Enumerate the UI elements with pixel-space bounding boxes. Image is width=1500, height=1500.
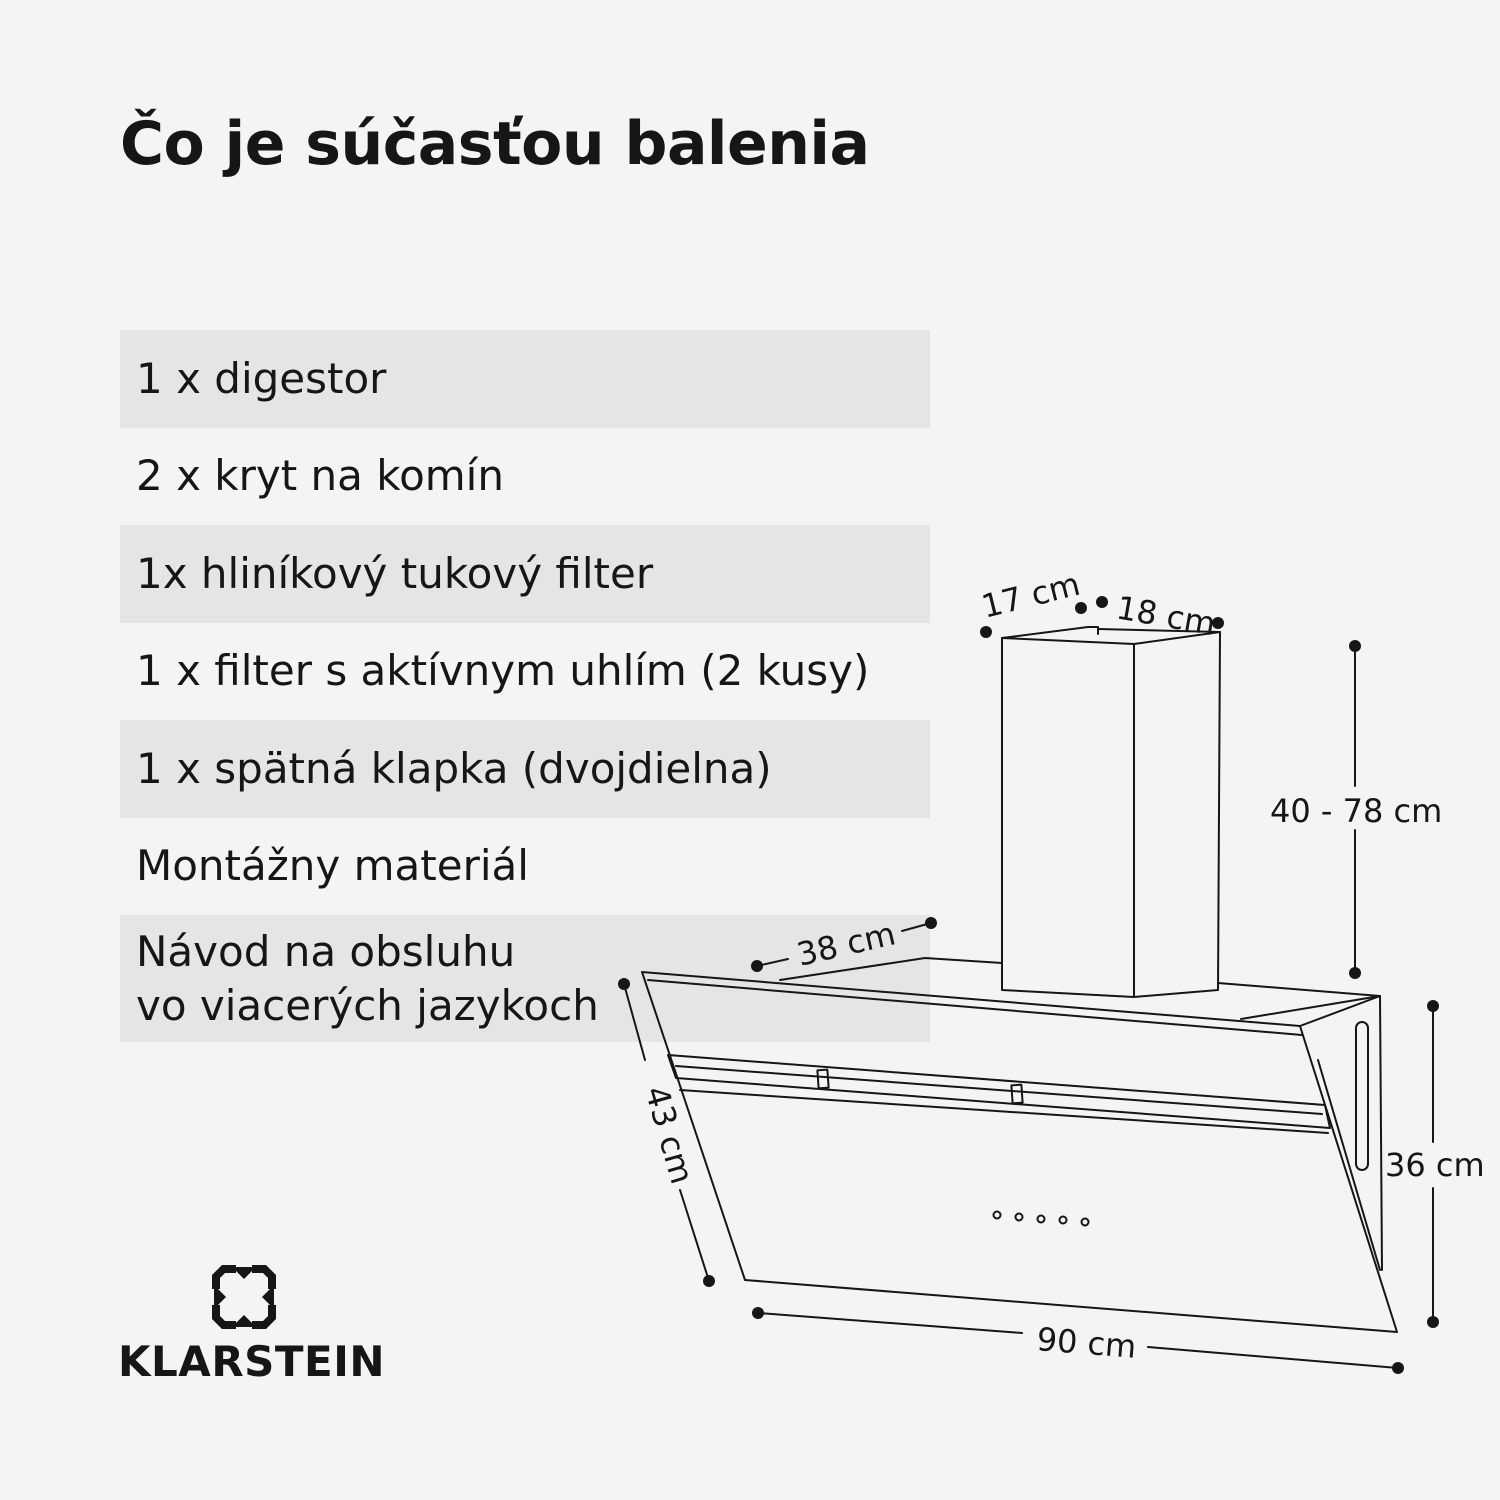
hood-side-edge (1317, 1059, 1381, 1271)
dimension-marker (752, 1307, 764, 1319)
hood-vent-inner (675, 1065, 1323, 1115)
item-label: 1 x digestor (136, 353, 387, 403)
item-label: Návod na obsluhu vo viacerých jazykoch (136, 926, 599, 1030)
klarstein-logo-icon (212, 1265, 276, 1329)
dimension-marker (1427, 1316, 1439, 1328)
list-item: 1 x digestor (120, 330, 930, 428)
hood-control-button (1080, 1217, 1090, 1227)
chimney-back-edge (1097, 628, 1221, 633)
dimension-label-glass-depth: 43 cm (637, 1082, 701, 1188)
hood-vent-tab-left (816, 1068, 830, 1090)
page-title: Čo je súčasťou balenia (120, 109, 870, 179)
dimension-label-hood-height: 36 cm (1385, 1146, 1485, 1184)
hood-lower-edge (679, 1089, 1329, 1134)
list-item: 1x hliníkový tukový filter (120, 525, 930, 623)
hood-top-plate-right (1217, 982, 1381, 1020)
chimney-top-edge (1001, 626, 1099, 639)
hood-control-button (1014, 1212, 1024, 1222)
item-label: 1 x filter s aktívnym uhlím (2 kusy) (136, 646, 870, 696)
hood-vent-tab-right (1010, 1083, 1024, 1105)
item-label: 2 x kryt na komín (136, 451, 504, 501)
chimney-front-face (1001, 637, 1135, 998)
dimension-marker (1392, 1362, 1404, 1374)
list-item: Návod na obsluhu vo viacerých jazykoch (120, 915, 930, 1042)
dimension-marker (1349, 640, 1361, 652)
hood-vent-strip (667, 1054, 1331, 1129)
dimension-marker (1096, 596, 1108, 608)
dimension-line-hood-width (1147, 1346, 1399, 1369)
dimension-label-chimney-depth: 17 cm (978, 565, 1084, 626)
hood-control-button (992, 1210, 1002, 1220)
list-item: 2 x kryt na komín (120, 428, 930, 526)
brand-logo: KLARSTEIN (118, 1265, 385, 1383)
dimension-line-glass-depth (679, 1189, 710, 1282)
item-label: 1 x spätná klapka (dvojdielna) (136, 743, 772, 793)
dimension-marker (1349, 967, 1361, 979)
brand-name: KLARSTEIN (118, 1337, 386, 1386)
dimension-marker (1075, 602, 1087, 614)
hood-control-button (1058, 1215, 1068, 1225)
item-label: Montážny materiál (136, 841, 529, 891)
hood-side-handle (1355, 1021, 1369, 1171)
chimney-side-face (1133, 631, 1221, 998)
item-label: 1x hliníkový tukový filter (136, 548, 654, 598)
dimension-marker (1212, 617, 1224, 629)
package-contents-list: 1 x digestor 2 x kryt na komín 1x hliník… (120, 330, 930, 1042)
dimension-label-chimney-width: 18 cm (1114, 588, 1219, 643)
dimension-marker (1427, 1000, 1439, 1012)
list-item: Montážny materiál (120, 818, 930, 916)
dimension-label-chimney-height: 40 - 78 cm (1270, 792, 1442, 830)
dimension-line-hood-width (757, 1312, 1023, 1334)
list-item: 1 x filter s aktívnym uhlím (2 kusy) (120, 623, 930, 721)
hood-side-panel (1299, 995, 1383, 1271)
dimension-marker (980, 626, 992, 638)
hood-control-button (1036, 1214, 1046, 1224)
list-item: 1 x spätná klapka (dvojdielna) (120, 720, 930, 818)
dimension-marker (703, 1275, 715, 1287)
dimension-label-hood-width: 90 cm (1035, 1320, 1137, 1366)
